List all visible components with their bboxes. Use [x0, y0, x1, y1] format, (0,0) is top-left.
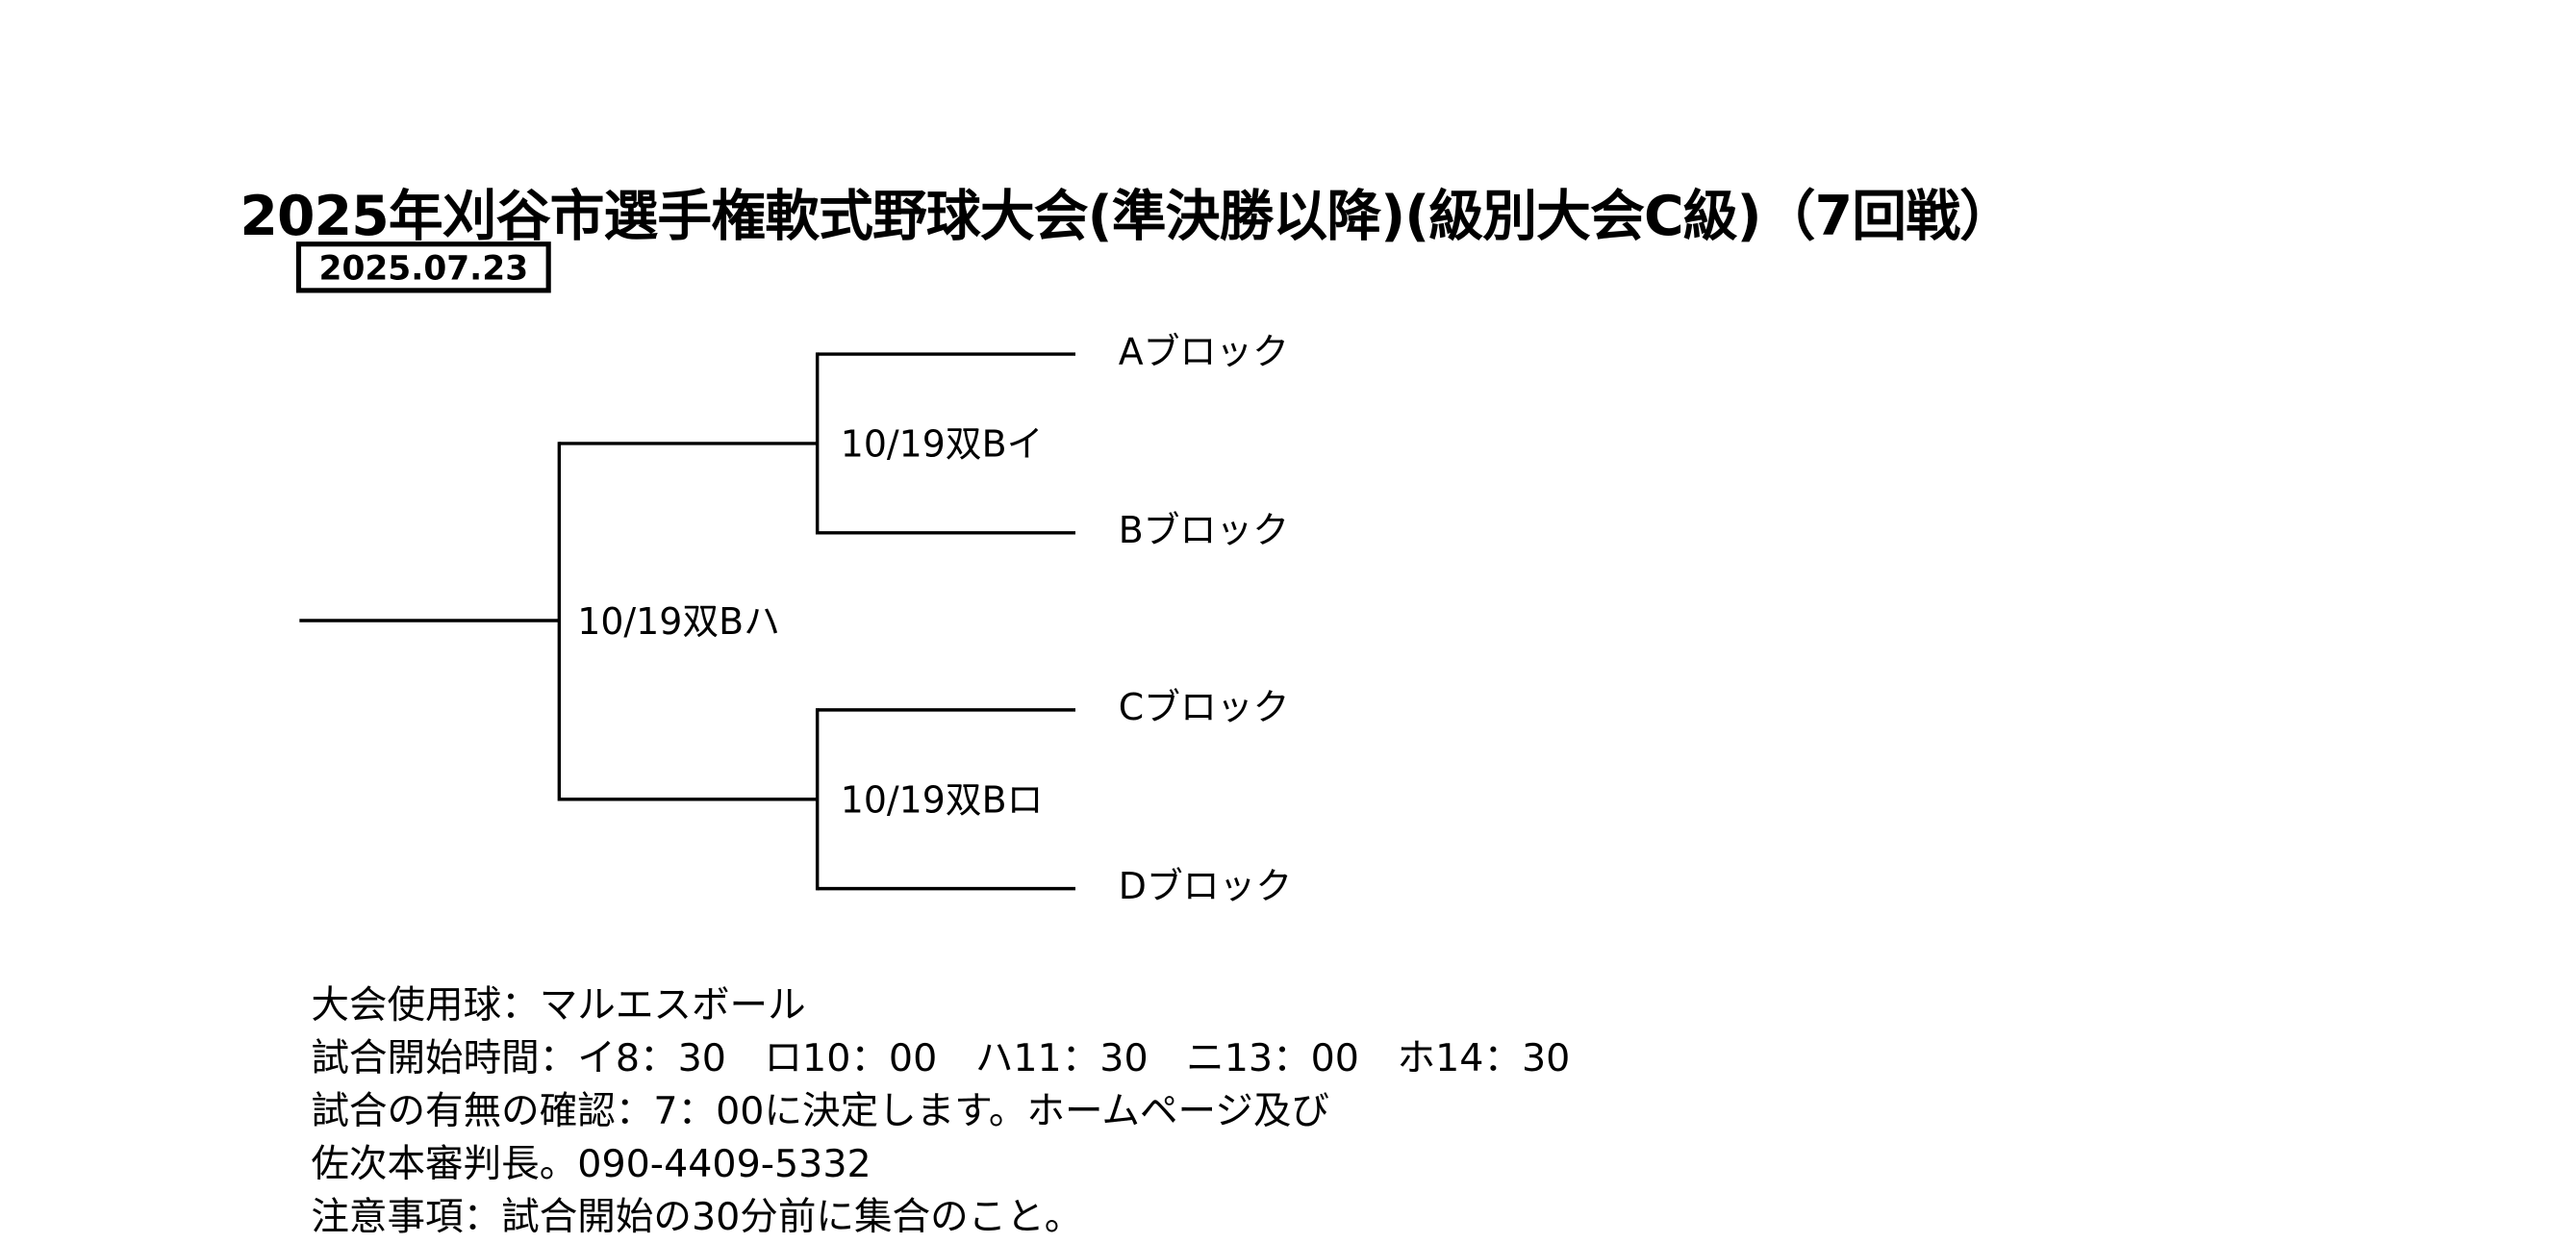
note-caution: 注意事項：試合開始の30分前に集合のこと。 — [311, 1196, 1083, 1240]
match-label-final: 10/19双Bハ — [577, 602, 780, 645]
date-badge: 2025.07.23 — [295, 241, 551, 293]
note-ball: 大会使用球：マルエスボール — [311, 984, 806, 1028]
block-label-a: Aブロック — [1118, 332, 1289, 374]
block-label-d: Dブロック — [1118, 867, 1293, 909]
note-confirmation: 試合の有無の確認：7：00に決定します。ホームページ及び — [311, 1090, 1329, 1134]
match-label-semifinal-lower: 10/19双Bロ — [840, 780, 1044, 823]
block-label-b: Bブロック — [1118, 511, 1290, 553]
match-label-semifinal-upper: 10/19双Bイ — [840, 425, 1044, 468]
notes-section: 大会使用球：マルエスボール 試合開始時間：イ8：30 ロ10：00 ハ11：30… — [311, 979, 1570, 1244]
page-title: 2025年刈谷市選手権軟式野球大会(準決勝以降)(級別大会C級)（7回戦） — [240, 183, 2013, 248]
note-start-times: 試合開始時間：イ8：30 ロ10：00 ハ11：30 ニ13：00 ホ14：30 — [311, 1037, 1571, 1081]
block-label-c: Cブロック — [1118, 688, 1290, 730]
note-contact: 佐次本審判長。090-4409-5332 — [311, 1143, 871, 1187]
